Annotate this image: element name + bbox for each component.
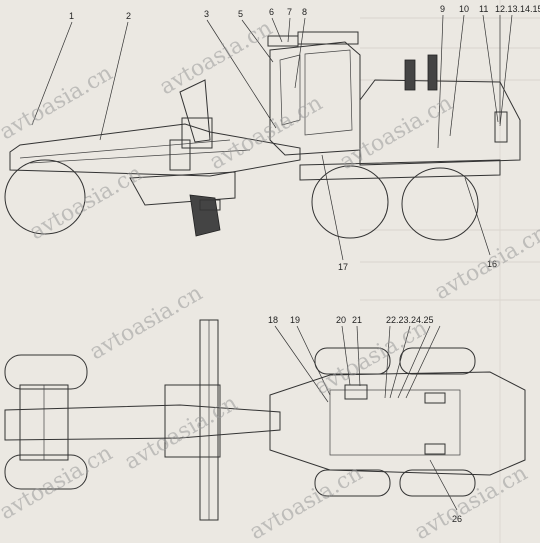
- callout-17: 17: [338, 262, 348, 272]
- callout-20: 20: [336, 315, 346, 325]
- callout-8: 8: [302, 7, 307, 17]
- rear-wheel-2: [401, 167, 479, 241]
- callout-16: 16: [487, 259, 497, 269]
- callout-5: 5: [238, 9, 243, 19]
- rear-tire-bottom-2: [399, 469, 476, 497]
- top-leaders: [274, 325, 458, 511]
- svg-text:avtoasia.cn: avtoasia.cn: [156, 16, 277, 100]
- callout-labels: 1 2 3 5 6 7 8 9 10 11 12.13.14.15 16 17 …: [69, 4, 540, 524]
- callout-18: 18: [268, 315, 278, 325]
- callout-1: 1: [69, 11, 74, 21]
- rear-tire-top-2: [399, 347, 476, 375]
- callout-10: 10: [459, 4, 469, 14]
- callout-21: 21: [352, 315, 362, 325]
- rear-wheel-1: [311, 165, 389, 239]
- svg-text:avtoasia.cn: avtoasia.cn: [0, 61, 117, 145]
- top-view: [4, 319, 526, 521]
- callout-6: 6: [269, 7, 274, 17]
- rear-body: [269, 371, 526, 476]
- svg-text:avtoasia.cn: avtoasia.cn: [431, 221, 540, 305]
- callout-9: 9: [440, 4, 445, 14]
- callout-22-25: 22.23.24.25: [386, 315, 434, 325]
- circle-turntable: [164, 384, 221, 458]
- rear-tire-top-1: [314, 347, 391, 375]
- callout-7: 7: [287, 7, 292, 17]
- side-view: [4, 31, 521, 241]
- front-right-tire: [4, 454, 88, 490]
- side-leaders: [31, 14, 513, 261]
- svg-text:avtoasia.cn: avtoasia.cn: [0, 441, 117, 525]
- svg-text:avtoasia.cn: avtoasia.cn: [206, 91, 327, 175]
- callout-2: 2: [126, 11, 131, 21]
- svg-text:avtoasia.cn: avtoasia.cn: [121, 391, 242, 475]
- callout-3: 3: [204, 9, 209, 19]
- callout-12-15: 12.13.14.15: [495, 4, 540, 14]
- blade: [129, 171, 236, 206]
- svg-text:avtoasia.cn: avtoasia.cn: [246, 461, 367, 543]
- svg-text:avtoasia.cn: avtoasia.cn: [86, 281, 207, 365]
- rear-tire-bottom-1: [314, 469, 391, 497]
- front-left-tire: [4, 354, 88, 390]
- callout-26: 26: [452, 514, 462, 524]
- svg-text:avtoasia.cn: avtoasia.cn: [311, 316, 432, 400]
- callout-11: 11: [479, 4, 488, 14]
- front-wheel: [4, 159, 86, 235]
- svg-text:avtoasia.cn: avtoasia.cn: [26, 161, 147, 245]
- callout-19: 19: [290, 315, 300, 325]
- engine-hood: [359, 79, 521, 166]
